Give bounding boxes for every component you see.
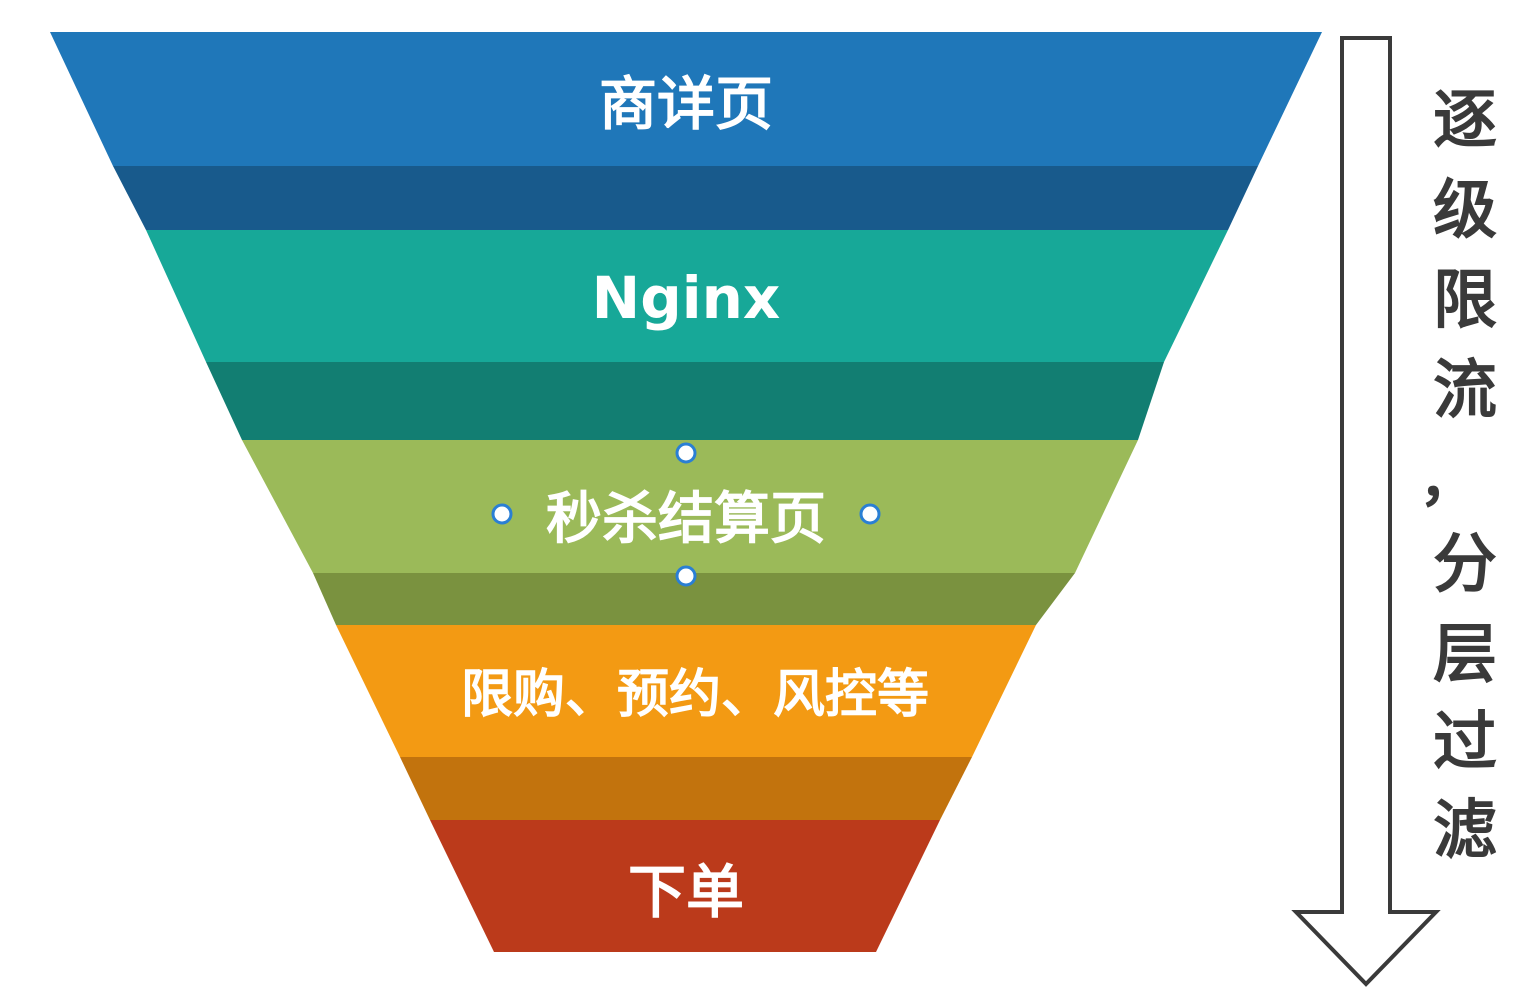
layer-label-3[interactable]: 秒杀结算页 (546, 487, 826, 552)
side-label-char-1: 逐 (1433, 84, 1497, 158)
funnel-layer-1 (50, 32, 1322, 166)
side-label-char-4: 流 (1433, 354, 1497, 428)
side-label-char-9: 滤 (1433, 794, 1497, 868)
funnel-layer-4 (336, 625, 1036, 757)
funnel-connector-3 (313, 573, 1075, 625)
layer-label-4: 限购、预约、风控等 (461, 665, 929, 725)
side-label-char-5: ， (1419, 446, 1477, 514)
side-label-char-7: 层 (1433, 618, 1497, 692)
resize-handle-top[interactable] (675, 442, 697, 464)
side-label-char-8: 过 (1433, 706, 1497, 780)
funnel-layer-3[interactable] (242, 440, 1138, 573)
resize-handle-right[interactable] (859, 503, 881, 525)
funnel-connector-1 (113, 166, 1258, 230)
side-label-char-6: 分 (1433, 528, 1497, 602)
layer-label-2: Nginx (592, 264, 781, 332)
layer-label-5: 下单 (628, 858, 744, 926)
funnel-layer-2 (146, 230, 1228, 362)
resize-handle-left[interactable] (491, 503, 513, 525)
side-label-char-2: 级 (1433, 174, 1497, 248)
layer-label-1: 商详页 (599, 70, 773, 138)
funnel-connector-2 (206, 362, 1164, 440)
down-arrow-icon (1291, 36, 1441, 987)
funnel-connector-4 (400, 757, 972, 820)
funnel-layer-5 (430, 820, 940, 952)
side-label-char-3: 限 (1433, 264, 1497, 338)
resize-handle-bottom[interactable] (675, 565, 697, 587)
